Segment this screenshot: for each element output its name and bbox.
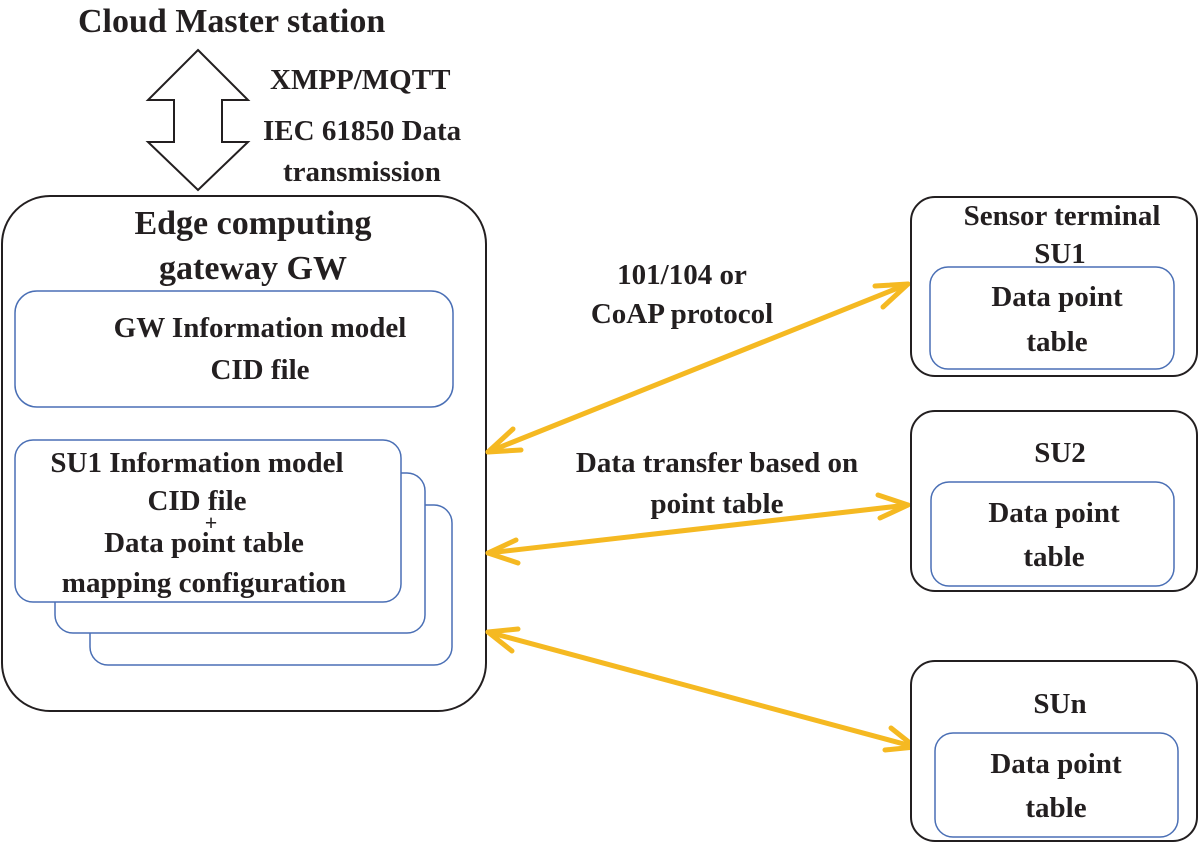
su-model-line1: SU1 Information model bbox=[50, 447, 343, 479]
gw-model-box bbox=[14, 290, 454, 408]
terminal-su1-title-line2: SU1 bbox=[1034, 238, 1086, 270]
su-model-plus: + bbox=[205, 510, 218, 535]
terminal-sun-table-box bbox=[934, 732, 1179, 838]
link-label-2-line1: Data transfer based on bbox=[576, 447, 858, 479]
terminal-sun-title: SUn bbox=[1033, 688, 1086, 720]
cloud-protocol-line3: transmission bbox=[283, 156, 441, 188]
terminal-su1-table-line1: Data point bbox=[991, 281, 1123, 313]
link-arrow-sun bbox=[485, 626, 918, 753]
su-model-line4: mapping configuration bbox=[62, 567, 346, 599]
cloud-gateway-double-arrow bbox=[145, 48, 251, 192]
link-label-2-line2: point table bbox=[651, 488, 784, 520]
gateway-title-line2: gateway GW bbox=[159, 250, 347, 287]
cloud-protocol-line1: XMPP/MQTT bbox=[270, 64, 450, 96]
link-arrow-su2 bbox=[485, 492, 911, 566]
su-model-card-front bbox=[14, 439, 402, 603]
cloud-master-title: Cloud Master station bbox=[78, 3, 385, 40]
cloud-protocol-line2: IEC 61850 Data bbox=[263, 115, 462, 147]
terminal-su1-table-box bbox=[929, 266, 1175, 370]
gw-model-line2: CID file bbox=[210, 354, 309, 386]
su-model-line3: Data point table bbox=[104, 527, 304, 559]
terminal-su2-table-line1: Data point bbox=[988, 497, 1120, 529]
terminal-su1-table-line2: table bbox=[1026, 326, 1087, 358]
link-label-1-line2: CoAP protocol bbox=[591, 298, 773, 330]
terminal-su2-table-line2: table bbox=[1023, 541, 1084, 573]
link-arrow-su1 bbox=[485, 281, 911, 455]
gateway-title-line1: Edge computing bbox=[134, 205, 371, 242]
su-model-line2: CID file bbox=[147, 485, 246, 517]
terminal-su2-table-box bbox=[930, 481, 1175, 587]
terminal-su2-title: SU2 bbox=[1034, 437, 1086, 469]
gw-model-line1: GW Information model bbox=[114, 312, 407, 344]
terminal-sun-table-line2: table bbox=[1025, 792, 1086, 824]
link-label-1-line1: 101/104 or bbox=[617, 259, 747, 291]
terminal-su1-title-line1: Sensor terminal bbox=[964, 200, 1161, 232]
terminal-sun-table-line1: Data point bbox=[990, 748, 1122, 780]
link-arrows bbox=[485, 281, 918, 753]
